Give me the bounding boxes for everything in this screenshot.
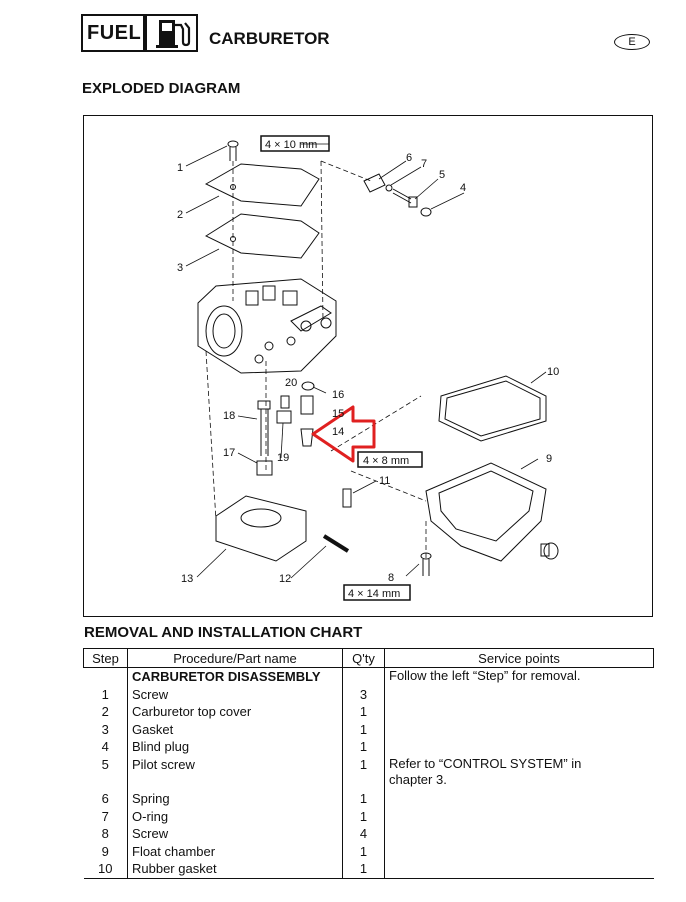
section-label: FUEL — [87, 22, 142, 44]
table-row: 3 Gasket 1 — [83, 720, 654, 739]
dim-label-4x14: 4 × 14 mm — [348, 588, 400, 600]
diagram-title: EXPLODED DIAGRAM — [82, 80, 241, 97]
dim-label-4x8: 4 × 8 mm — [363, 455, 409, 467]
fuel-pump-icon-box — [145, 14, 198, 52]
table-row: CARBURETOR DISASSEMBLY Follow the left “… — [83, 667, 654, 686]
table-row: 7 O-ring 1 — [83, 807, 654, 826]
table-row: 2 Carburetor top cover 1 — [83, 703, 654, 721]
rubber-gasket-part — [438, 375, 547, 442]
callout-8: 8 — [388, 572, 394, 584]
table-row: 5 Pilot screw 1 Refer to “CONTROL SYSTEM… — [83, 755, 654, 790]
callout-15: 15 — [332, 408, 344, 420]
callout-11: 11 — [379, 475, 390, 487]
table-header-row: Step Procedure/Part name Q'ty Service po… — [83, 648, 654, 668]
screw-part — [227, 140, 239, 161]
float-chamber-part — [425, 462, 559, 562]
gasket-part — [204, 213, 320, 259]
service-point-line-1: Refer to “CONTROL SYSTEM” in — [389, 755, 582, 771]
header-qty: Q'ty — [342, 648, 385, 668]
highlight-arrow — [311, 405, 376, 463]
callout-17: 17 — [223, 447, 235, 459]
callout-5: 5 — [439, 169, 445, 181]
exploded-diagram: 4 × 10 mm 4 × 8 mm 4 × 14 mm 1 2 3 4 5 6… — [177, 135, 559, 601]
table-row: 1 Screw 3 — [83, 685, 654, 704]
callout-4: 4 — [460, 182, 466, 194]
callout-14: 14 — [332, 426, 344, 438]
table-row: 6 Spring 1 — [83, 789, 654, 808]
float-part — [215, 495, 307, 562]
callout-12: 12 — [279, 573, 291, 585]
service-point-line-2: chapter 3. — [389, 771, 447, 787]
table-row: 9 Float chamber 1 — [83, 842, 654, 861]
table-row: 4 Blind plug 1 — [83, 738, 654, 756]
diagram-frame: 4 × 10 mm 4 × 8 mm 4 × 14 mm 1 2 3 4 5 6… — [83, 115, 653, 617]
pilot-screw-group — [363, 173, 432, 217]
header-part: Procedure/Part name — [127, 648, 343, 668]
callout-16: 16 — [332, 389, 344, 401]
callout-7: 7 — [421, 158, 427, 170]
callout-13: 13 — [181, 573, 193, 585]
chart-title: REMOVAL AND INSTALLATION CHART — [84, 624, 363, 641]
callout-2: 2 — [177, 209, 183, 221]
callout-18: 18 — [223, 410, 235, 422]
callout-3: 3 — [177, 262, 183, 274]
section-label-box — [81, 14, 145, 52]
page-title: CARBURETOR — [209, 29, 330, 48]
jet-parts — [256, 381, 432, 576]
callout-1: 1 — [177, 162, 183, 174]
removal-installation-table: Step Procedure/Part name Q'ty Service po… — [83, 648, 654, 879]
header-service: Service points — [384, 648, 654, 668]
callout-20: 20 — [285, 377, 297, 389]
callout-6: 6 — [406, 152, 412, 164]
callout-10: 10 — [547, 366, 559, 378]
table-row: 10 Rubber gasket 1 — [83, 860, 654, 879]
carburetor-body — [197, 278, 337, 374]
callout-19: 19 — [277, 452, 289, 464]
top-cover-part — [204, 163, 320, 207]
header-step: Step — [83, 648, 128, 668]
dim-label-4x10: 4 × 10 mm — [265, 139, 317, 151]
table-row: 8 Screw 4 — [83, 825, 654, 843]
fuel-pump-icon — [156, 20, 191, 48]
language-badge: E — [614, 34, 650, 50]
callout-9: 9 — [546, 453, 552, 465]
